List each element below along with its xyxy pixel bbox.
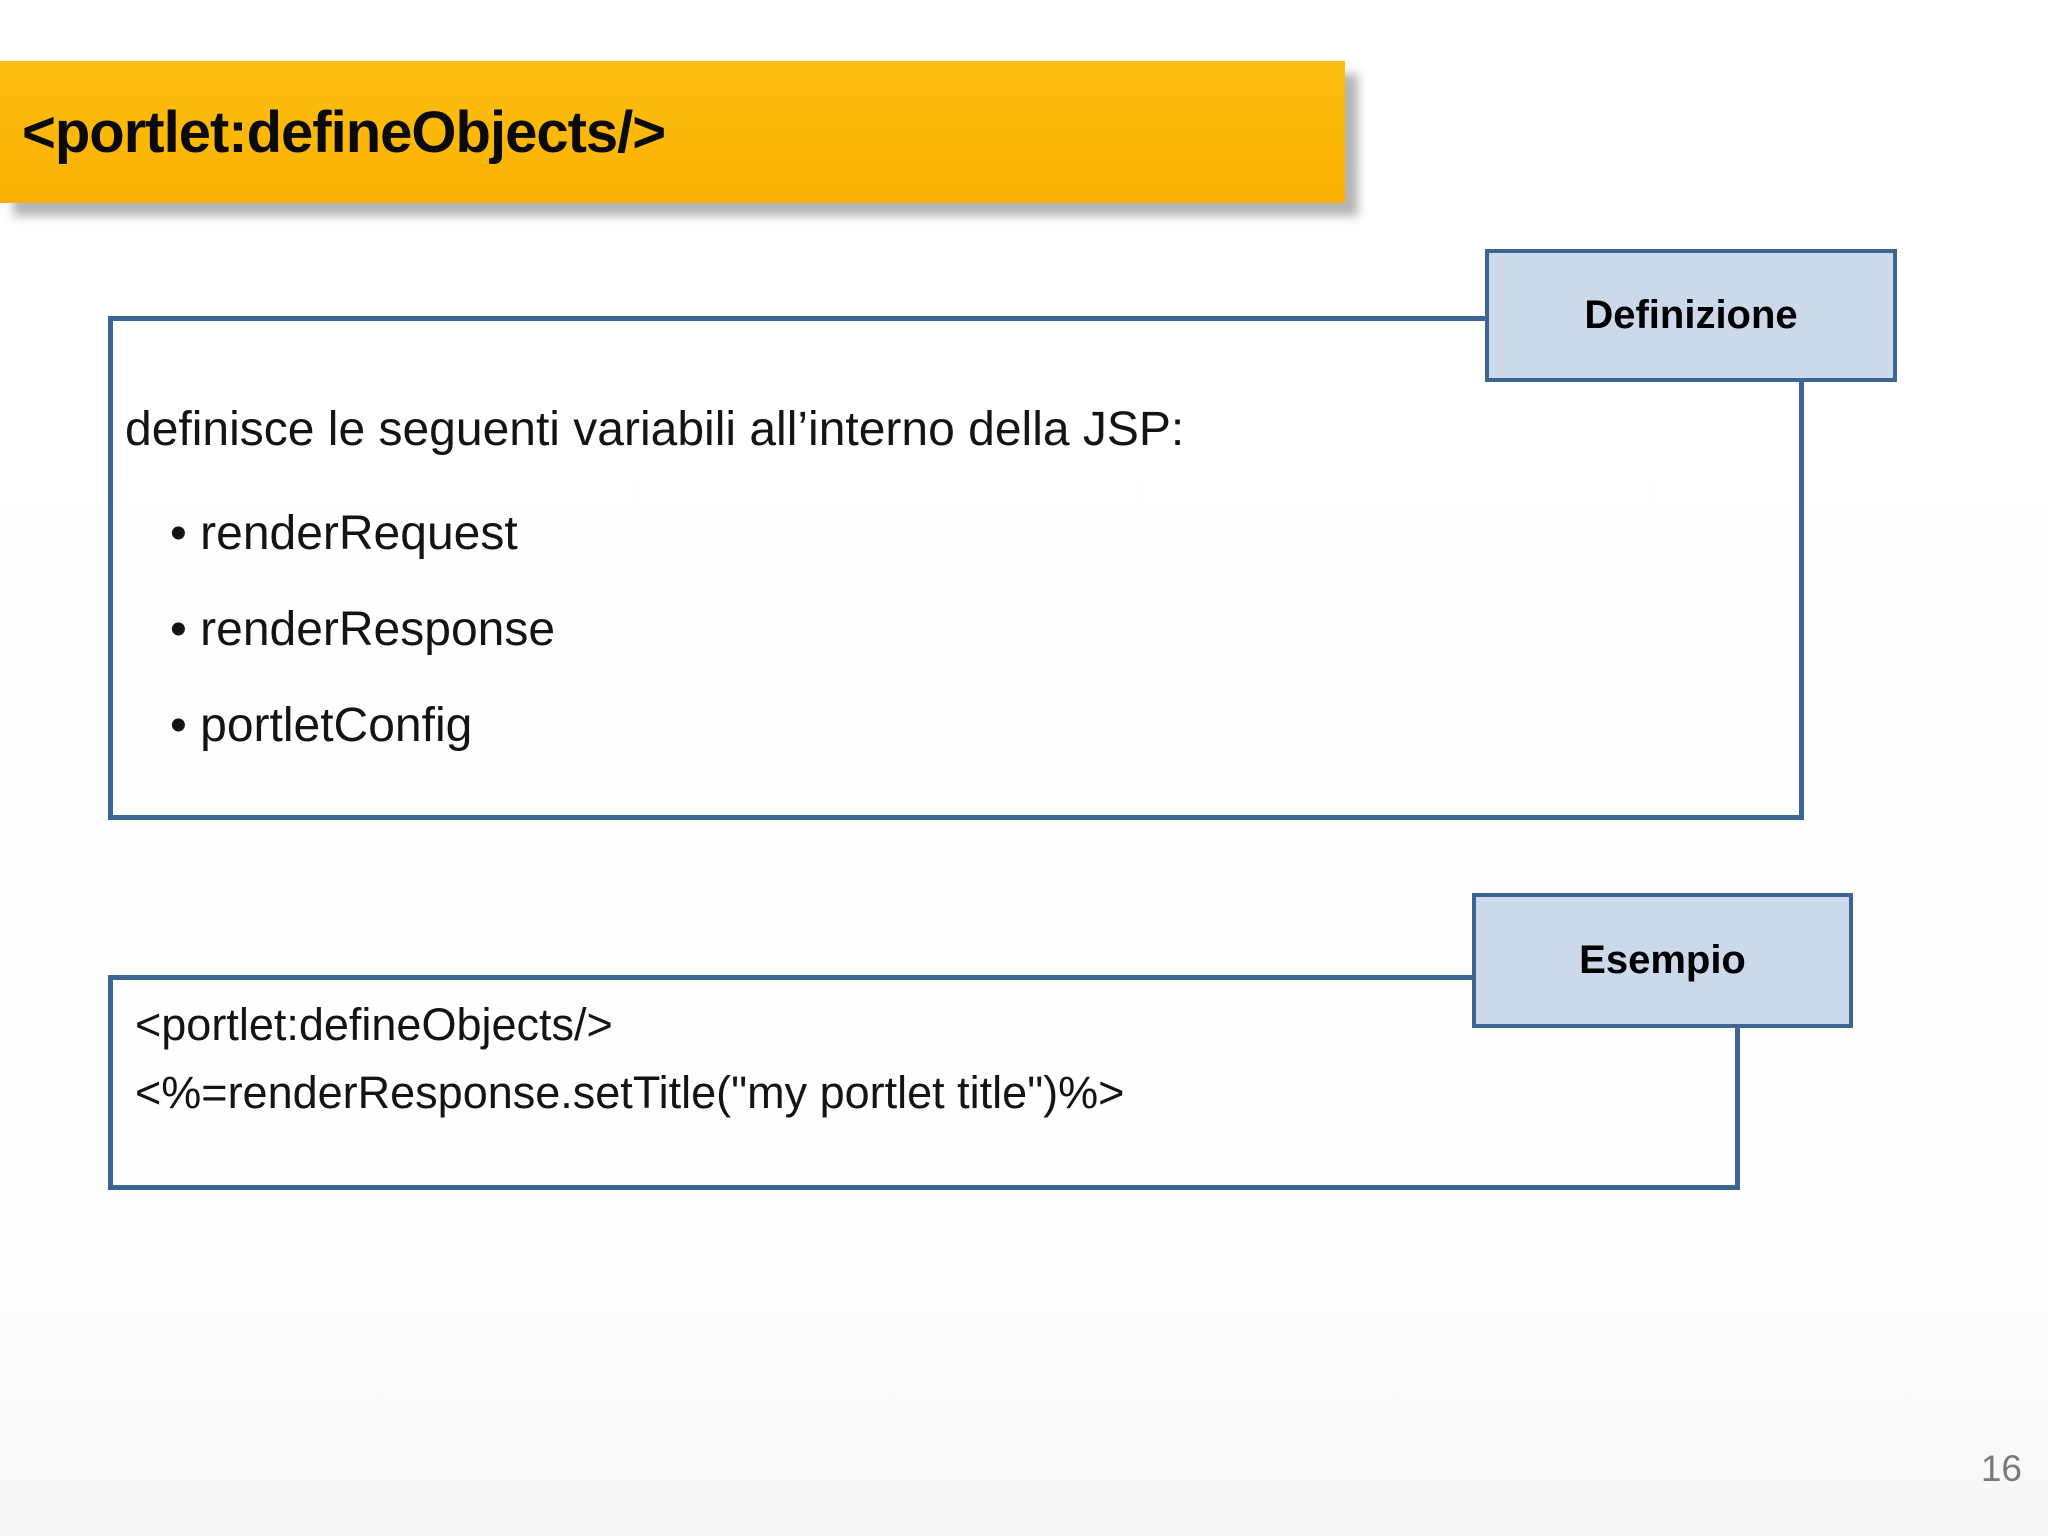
variable-list-item: • portletConfig bbox=[170, 699, 473, 752]
variable-list: • renderRequest • renderResponse • portlet… bbox=[170, 486, 555, 774]
definition-tab-label: Definizione bbox=[1584, 293, 1798, 337]
example-box bbox=[108, 975, 1740, 1190]
page-number: 16 bbox=[1980, 1448, 2022, 1489]
title-banner: <portlet:defineObjects/> bbox=[0, 61, 1345, 203]
definition-box bbox=[108, 316, 1804, 820]
slide-title: <portlet:defineObjects/> bbox=[22, 99, 666, 165]
example-code-line: <%=renderResponse.setTitle("my portlet t… bbox=[135, 1067, 1125, 1118]
example-code: <portlet:defineObjects/> <%=renderRespons… bbox=[135, 991, 1124, 1127]
variable-list-item: • renderResponse bbox=[170, 603, 556, 656]
example-tab-label: Esempio bbox=[1579, 938, 1746, 982]
definition-intro-text: definisce le seguenti variabili all’inte… bbox=[125, 403, 1185, 456]
definition-tab: Definizione bbox=[1485, 249, 1897, 382]
example-tab: Esempio bbox=[1472, 893, 1853, 1028]
example-code-line: <portlet:defineObjects/> bbox=[135, 999, 613, 1050]
variable-list-item: • renderRequest bbox=[170, 507, 518, 560]
